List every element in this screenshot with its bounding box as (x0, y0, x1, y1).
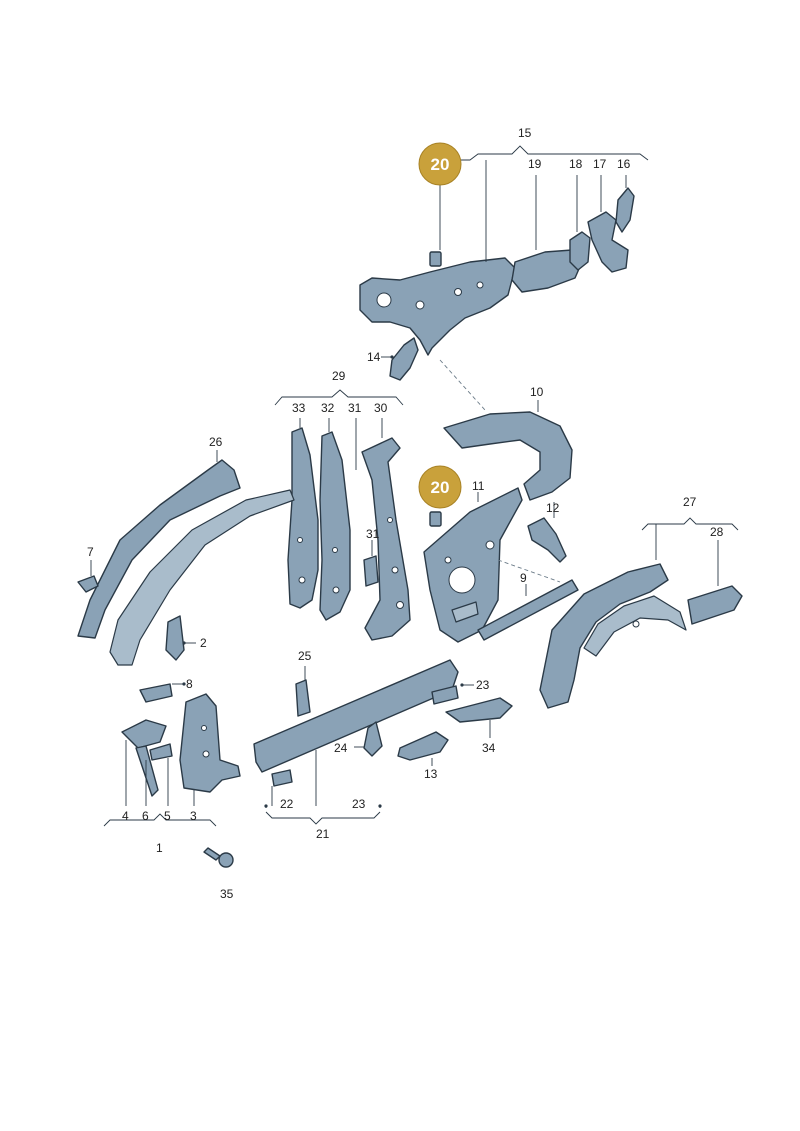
part-28: 28 (687, 525, 743, 625)
bracket-29: 29 (274, 369, 404, 406)
label-35: 35 (220, 887, 234, 901)
label-23a: 23 (476, 678, 490, 692)
label-31a: 31 (348, 401, 362, 415)
badge-20-middle: 20 (418, 465, 462, 509)
label-18: 18 (569, 157, 583, 171)
label-5: 5 (164, 809, 171, 823)
part-longitudinal-member (359, 160, 516, 356)
part-4-assembly (121, 719, 173, 797)
label-31b: 31 (366, 527, 380, 541)
label-9: 9 (520, 571, 527, 585)
label-23b: 23 (352, 797, 366, 811)
label-33: 33 (292, 401, 306, 415)
label-4: 4 (122, 809, 129, 823)
label-24: 24 (334, 741, 348, 755)
label-30: 30 (374, 401, 388, 415)
part-3 (179, 693, 241, 793)
label-15: 15 (518, 126, 532, 140)
label-14: 14 (367, 350, 381, 364)
part-12: 12 (527, 501, 567, 563)
part-17: 17 (587, 157, 629, 273)
label-29: 29 (332, 369, 346, 383)
label-3: 3 (190, 809, 197, 823)
badge-20-top: 20 (418, 142, 462, 186)
part-35-screw: 35 (203, 847, 234, 901)
part-13: 13 (397, 731, 449, 781)
label-8: 8 (186, 677, 193, 691)
part-25: 25 (295, 649, 312, 717)
part-31-bracket: 31 (348, 401, 362, 470)
label-22: 22 (280, 797, 294, 811)
part-33: 33 (287, 401, 319, 609)
label-21: 21 (316, 827, 330, 841)
part-20-clip-top (429, 185, 442, 267)
part-7: 7 (77, 545, 99, 593)
label-34: 34 (482, 741, 496, 755)
part-31-clip: 31 (363, 527, 380, 587)
part-22 (271, 769, 293, 806)
label-19: 19 (528, 157, 542, 171)
part-2: 2 (165, 615, 207, 661)
label-10: 10 (530, 385, 544, 399)
label-13: 13 (424, 767, 438, 781)
label-25: 25 (298, 649, 312, 663)
badge-20-top-label: 20 (431, 155, 450, 174)
label-1: 1 (156, 841, 163, 855)
label-26: 26 (209, 435, 223, 449)
bracket-15: 15 (440, 126, 649, 161)
part-11: 11 (423, 479, 523, 643)
part-9-rod: 9 (477, 571, 579, 641)
part-19: 19 (511, 157, 583, 293)
part-32: 32 (319, 401, 351, 621)
label-2: 2 (200, 636, 207, 650)
label-12: 12 (546, 501, 560, 515)
part-8: 8 (139, 677, 193, 703)
part-14: 14 (367, 337, 419, 381)
label-32: 32 (321, 401, 335, 415)
badge-20-middle-label: 20 (431, 478, 450, 497)
part-18: 18 (569, 157, 591, 271)
label-7: 7 (87, 545, 94, 559)
bracket-21 (264, 804, 382, 825)
part-30: 30 (361, 401, 411, 641)
part-20-clip-middle (429, 511, 442, 527)
part-23-top: 23 (431, 678, 490, 705)
label-6: 6 (142, 809, 149, 823)
label-11: 11 (472, 479, 485, 493)
leaders-group-1 (103, 740, 217, 827)
part-24: 24 (334, 721, 383, 757)
label-27: 27 (683, 495, 697, 509)
part-27-wheelarch (539, 524, 687, 709)
label-28: 28 (710, 525, 724, 539)
part-16: 16 (615, 157, 635, 233)
label-16: 16 (617, 157, 631, 171)
part-26: 26 (77, 435, 295, 666)
label-17: 17 (593, 157, 607, 171)
bracket-27: 27 (641, 495, 739, 531)
part-34: 34 (445, 697, 513, 755)
part-10: 10 (443, 385, 573, 501)
